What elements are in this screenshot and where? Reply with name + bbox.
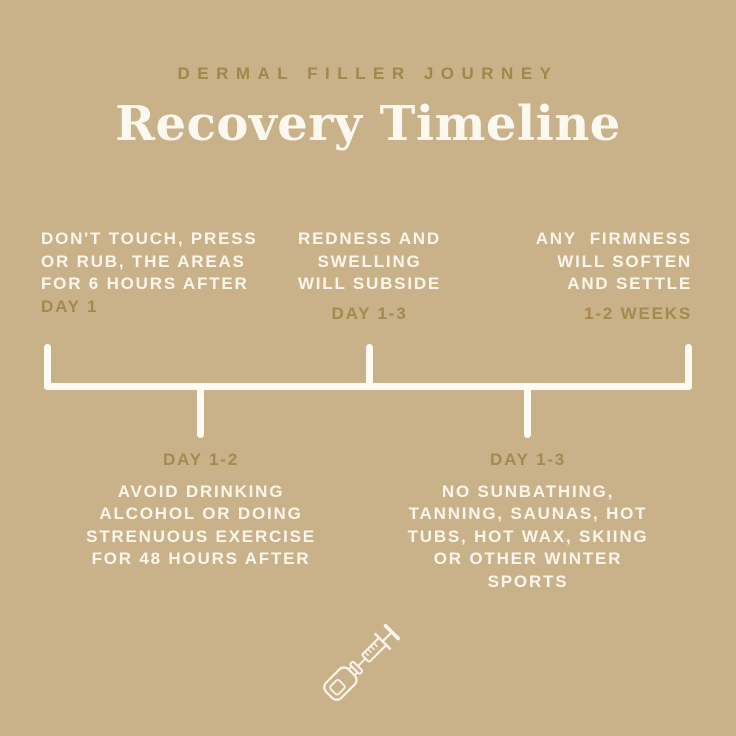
block-text-line: ANY FIRMNESS <box>535 229 692 248</box>
timeline-tick-down-1 <box>197 383 204 438</box>
subtitle: DERMAL FILLER JOURNEY <box>177 64 559 83</box>
block-text-line: TANNING, SAUNAS, HOT <box>408 504 648 524</box>
block-text-line: AND SETTLE <box>567 274 692 294</box>
block-text-line: REDNESS AND <box>298 229 441 248</box>
block-text-line: SPORTS <box>487 571 569 591</box>
timeline-block-day1-3-top: REDNESS AND SWELLING WILL SUBSIDE DAY 1-… <box>269 228 470 325</box>
timeline-tick-down-2 <box>524 383 531 438</box>
block-text-line: OR RUB, THE AREAS <box>41 251 246 271</box>
block-text-line: ALCOHOL OR DOING <box>99 504 303 524</box>
timeline-block-day1-2: DAY 1-2 AVOID DRINKING ALCOHOL OR DOING … <box>60 449 342 571</box>
timeline-block-1-2-weeks: ANY FIRMNESS WILL SOFTEN AND SETTLE 1-2 … <box>536 228 692 325</box>
block-text-line: FOR 48 HOURS AFTER <box>91 549 311 569</box>
syringe-vial-icon <box>310 600 426 712</box>
block-day-label: DAY 1-3 <box>490 450 566 469</box>
timeline-block-day1-3-bottom: DAY 1-3 NO SUNBATHING, TANNING, SAUNAS, … <box>387 449 669 594</box>
block-text-line: STRENUOUS EXERCISE <box>86 526 316 546</box>
block-text-line: OR OTHER WINTER <box>433 549 623 569</box>
block-day-label: DAY 1-2 <box>163 450 239 469</box>
block-text-line: WILL SUBSIDE <box>297 274 442 294</box>
timeline-tick-up-2 <box>366 344 373 390</box>
block-text-line: FOR 6 HOURS AFTER <box>41 274 249 294</box>
block-text-line: WILL SOFTEN <box>557 251 692 271</box>
block-text-line: AVOID DRINKING <box>117 481 285 501</box>
block-text-line: DON'T TOUCH, PRESS <box>41 229 258 248</box>
block-day-label: DAY 1-3 <box>331 303 408 323</box>
block-day-label: DAY 1 <box>41 296 99 316</box>
timeline-tick-up-1 <box>44 344 51 390</box>
block-text-line: SWELLING <box>317 251 422 271</box>
timeline-tick-up-3 <box>685 344 692 390</box>
timeline-block-day1: DON'T TOUCH, PRESS OR RUB, THE AREAS FOR… <box>41 228 258 318</box>
block-text-line: TUBS, HOT WAX, SKIING <box>407 526 649 546</box>
block-text-line: NO SUNBATHING, <box>441 481 615 501</box>
block-day-label: 1-2 WEEKS <box>584 303 692 323</box>
page-title: Recovery Timeline <box>115 96 621 152</box>
